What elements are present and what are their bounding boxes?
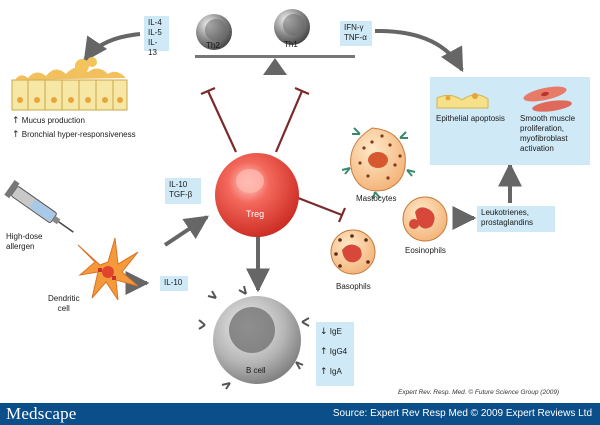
- source-text: Source: Expert Rev Resp Med © 2009 Exper…: [332, 408, 592, 419]
- arrow-th2-to-airway: [83, 32, 141, 62]
- antibody-ige: ↓ IgE: [320, 327, 342, 337]
- down-arrow-icon: ↓: [320, 327, 328, 337]
- eosinophils-label: Eosinophils: [405, 246, 446, 255]
- treg-cytokines-box: IL-10 TGF-β: [165, 178, 201, 204]
- th2-label: Th2: [206, 41, 220, 50]
- cytokine-il5: IL-5: [148, 28, 162, 37]
- cytokine-tgf-beta: TGF-β: [169, 190, 193, 199]
- mediator-leukotrienes: Leukotrienes,: [481, 208, 530, 217]
- smooth-line-4: activation: [520, 144, 554, 153]
- smooth-line-2: proliferation,: [520, 124, 565, 133]
- b-cell: [198, 285, 310, 390]
- mastocyte-cell: [341, 127, 416, 200]
- allergen-line-1: High-dose: [6, 232, 43, 241]
- mediator-prostaglandins: prostaglandins: [481, 218, 534, 227]
- up-arrow-icon: ↑: [320, 347, 328, 357]
- th1-label: Th1: [284, 40, 298, 49]
- basophils-label: Basophils: [336, 282, 371, 291]
- th2-cell: [196, 14, 232, 50]
- dendritic-line-1: Dendritic: [48, 294, 80, 303]
- figure-credit: Expert Rev. Resp. Med. © Future Science …: [398, 389, 560, 396]
- footer-bar: Medscape Source: Expert Rev Resp Med © 2…: [0, 403, 600, 425]
- medscape-logo[interactable]: Medscape: [6, 404, 77, 423]
- th2-cytokines-box: IL-4 IL-5 IL-13: [144, 16, 169, 57]
- arrow-th1-to-effects: [374, 28, 464, 73]
- mediators-box: Leukotrienes, prostaglandins: [477, 206, 555, 232]
- smooth-line-1: Smooth muscle: [520, 114, 576, 123]
- th1-cytokines-box: IFN-γ TNF-α: [340, 21, 372, 46]
- cytokine-il13: IL-13: [148, 38, 158, 57]
- effect-hyperresponsiveness: ↑ Bronchial hyper-responsiveness: [12, 130, 136, 140]
- dendritic-cell: [77, 237, 139, 301]
- cytokine-il4: IL-4: [148, 18, 162, 27]
- up-arrow-icon: ↑: [320, 367, 328, 377]
- b-cell-label: B cell: [246, 366, 266, 375]
- th1-cell: [274, 9, 310, 45]
- antibody-igg4: ↑ IgG4: [320, 347, 348, 357]
- immune-diagram: [4, 9, 590, 390]
- antibody-iga: ↑ IgA: [320, 367, 342, 377]
- dendritic-line-2: cell: [57, 304, 70, 313]
- arrow-dendritic-to-treg: [163, 215, 209, 247]
- allergen-label: High-dose allergen: [6, 232, 42, 252]
- eosinophil-cell: [402, 196, 448, 242]
- effects-panel: [430, 77, 590, 165]
- inhibit-treg-to-mastocytes: [292, 194, 347, 223]
- antibodies-box: ↓ IgE ↑ IgG4 ↑ IgA: [316, 322, 354, 386]
- airway-effects: ↑ Mucus production ↑ Bronchial hyper-res…: [12, 116, 136, 140]
- balance-scale: [195, 55, 355, 75]
- inhibit-treg-to-th2: [200, 86, 237, 153]
- allergen-line-2: allergen: [6, 242, 35, 251]
- treg-label: Treg: [246, 209, 265, 219]
- airway-epithelium: [11, 57, 128, 111]
- cytokine-il10: IL-10: [169, 180, 188, 189]
- dendritic-label: Dendritic cell: [48, 294, 80, 314]
- inhibit-treg-to-th1: [274, 86, 310, 153]
- up-arrow-icon: ↑: [12, 116, 20, 126]
- cytokine-ifn-gamma: IFN-γ: [344, 23, 364, 32]
- treg-cell: [215, 153, 299, 237]
- epithelial-apoptosis-label: Epithelial apoptosis: [436, 114, 505, 123]
- basophil-cell: [330, 229, 376, 275]
- cytokine-dendritic-il10: IL-10: [164, 278, 183, 287]
- smooth-line-3: myofibroblast: [520, 134, 568, 143]
- smooth-muscle-label: Smooth muscle proliferation, myofibrobla…: [520, 114, 575, 154]
- mastocytes-label: Mastocytes: [356, 194, 397, 203]
- effect-mucus: ↑ Mucus production: [12, 116, 85, 126]
- up-arrow-icon: ↑: [12, 130, 20, 140]
- dendritic-il10-box: IL-10: [160, 276, 188, 291]
- cytokine-tnf-alpha: TNF-α: [344, 33, 367, 42]
- syringe-icon: [4, 180, 74, 233]
